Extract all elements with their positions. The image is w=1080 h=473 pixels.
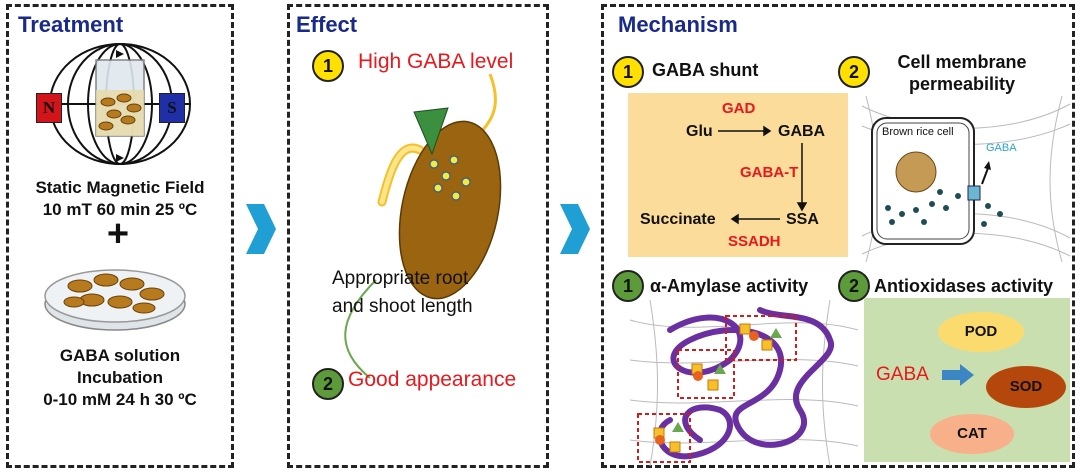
amylase-protein-illustration: [629, 299, 859, 467]
magnet-n-pole: N: [36, 93, 62, 123]
brown-rice-cell-label: Brown rice cell: [882, 126, 954, 138]
gaba-shunt-box: [628, 93, 848, 257]
amylase-badge: 1: [612, 270, 644, 302]
treatment-panel: [6, 4, 234, 468]
chevron-right-icon: [246, 204, 276, 254]
amylase-title: α-Amylase activity: [650, 276, 809, 296]
mechanism-panel: [601, 4, 1075, 468]
pod-ellipse: POD: [938, 312, 1024, 352]
gaba-shunt-title: GABA shunt: [652, 60, 759, 80]
high-gaba-label: High GABA level: [358, 50, 514, 73]
petri-dish-illustration: [44, 269, 186, 331]
antiox-title: Antioxidases activity: [874, 276, 1054, 296]
smf-label: Static Magnetic Field: [35, 178, 205, 197]
smf-conditions: 10 mT 60 min 25 ºC: [42, 200, 198, 219]
membrane-title-line1: Cell membrane: [897, 52, 1027, 72]
effect-badge-2: 2: [312, 368, 344, 400]
germinated-rice-illustration: [344, 73, 502, 379]
root-shoot-label-line2: and shoot length: [332, 296, 473, 317]
gaba-t-label: GABA-T: [740, 164, 799, 181]
plus-sign: +: [106, 213, 130, 255]
magnet-s-pole: S: [159, 93, 185, 123]
gaba-shunt-arrows: [718, 125, 808, 225]
incubation-label: Incubation: [77, 368, 163, 387]
cat-ellipse: CAT: [930, 414, 1014, 454]
effect-title: Effect: [296, 12, 358, 37]
membrane-title-line2: permeability: [908, 74, 1016, 94]
brown-rice-cell-illustration: [861, 95, 1071, 263]
magnetic-field-illustration: [49, 43, 191, 165]
antiox-gaba-label: GABA: [876, 364, 929, 385]
antiox-badge: 2: [838, 270, 870, 302]
gad-label: GAD: [722, 100, 756, 117]
membrane-gaba-label: GABA: [986, 142, 1017, 154]
root-shoot-label-line1: Appropriate root: [332, 268, 469, 289]
good-appearance-label: Good appearance: [348, 368, 517, 391]
ssa-label: SSA: [786, 211, 819, 228]
effect-badge-1: 1: [312, 50, 344, 82]
succinate-label: Succinate: [640, 211, 716, 228]
membrane-badge: 2: [838, 56, 870, 88]
mechanism-title: Mechanism: [618, 12, 738, 37]
sod-ellipse: SOD: [986, 366, 1066, 408]
arrow-right-icon: [942, 364, 974, 386]
treatment-title: Treatment: [18, 12, 124, 37]
gaba-solution-label: GABA solution: [59, 346, 181, 365]
shunt-badge: 1: [612, 56, 644, 88]
incubation-conditions: 0-10 mM 24 h 30 ºC: [43, 390, 197, 409]
effect-panel: [287, 4, 549, 468]
chevron-right-icon: [560, 204, 590, 254]
ssadh-label: SSADH: [728, 233, 781, 250]
shunt-gaba-label: GABA: [778, 123, 826, 140]
glu-label: Glu: [686, 123, 713, 140]
